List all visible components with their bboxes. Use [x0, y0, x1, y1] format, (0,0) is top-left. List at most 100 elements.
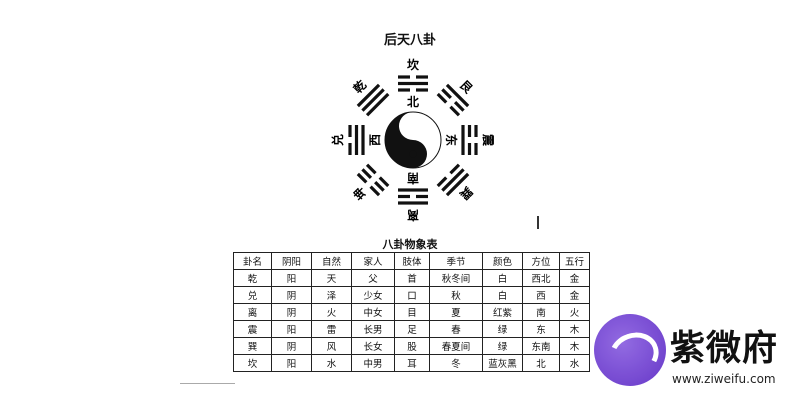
trigram-7: 乾 [350, 77, 390, 117]
table-cell: 季节 [429, 252, 483, 270]
table-cell: 自然 [311, 252, 352, 270]
table-cell: 南 [522, 303, 560, 321]
watermark-url: www.ziweifu.com [672, 372, 776, 386]
trigram-symbol-icon [398, 188, 428, 205]
direction-label: 南 [407, 171, 419, 186]
table-cell: 方位 [522, 252, 560, 270]
table-cell: 木 [559, 320, 590, 338]
table-cell: 西北 [522, 269, 560, 287]
table-cell: 目 [394, 303, 430, 321]
trigram-line [356, 172, 368, 184]
bagua-table: 卦名阴阳自然家人肢体季节颜色方位五行乾阳天父首秋冬间白西北金兑阴泽少女口秋白西金… [233, 252, 590, 372]
trigram-line [398, 201, 428, 205]
table-cell: 天 [311, 269, 352, 287]
table-cell: 阴 [271, 286, 312, 304]
trigram-line [441, 88, 452, 100]
trigram-name: 震 [481, 134, 495, 147]
trigram-symbol-icon [356, 83, 390, 117]
table-cell: 春 [429, 320, 483, 338]
table-cell: 秋冬间 [429, 269, 483, 287]
trigram-name: 乾 [350, 77, 369, 96]
trigram-symbol-icon [348, 125, 365, 155]
trigram-line [416, 75, 428, 79]
trigram-line [416, 88, 428, 92]
trigram-line [445, 83, 470, 108]
table-cell: 兑 [233, 286, 272, 304]
table-cell: 火 [559, 303, 590, 321]
table-cell: 阴 [271, 337, 312, 355]
table-cell: 巽 [233, 337, 272, 355]
trigram-symbol-icon [436, 83, 470, 117]
table-cell: 卦名 [233, 252, 272, 270]
trigram-line [474, 143, 478, 155]
table-header-row: 卦名阴阳自然家人肢体季节颜色方位五行 [233, 252, 590, 270]
table-cell: 父 [351, 269, 395, 287]
table-cell: 中男 [351, 354, 395, 372]
table-cell: 长女 [351, 337, 395, 355]
trigram-line [461, 125, 465, 155]
table-cell: 白 [482, 286, 523, 304]
table-cell: 火 [311, 303, 352, 321]
table-cell: 绿 [482, 320, 523, 338]
trigram-line [378, 176, 390, 188]
table-row: 兑阴泽少女口秋白西金 [233, 286, 590, 304]
trigram-2: 震东 [444, 125, 495, 155]
trigram-symbol-icon [356, 163, 390, 197]
table-cell: 首 [394, 269, 430, 287]
watermark-logo-icon [594, 314, 666, 386]
trigram-name: 坎 [407, 57, 419, 72]
table-cell: 东南 [522, 337, 560, 355]
trigram-line [398, 81, 428, 86]
table-cell: 西 [522, 286, 560, 304]
divider [180, 383, 235, 384]
direction-label: 北 [407, 94, 419, 109]
diagram-title: 后天八卦 [383, 33, 436, 48]
direction-label: 东 [444, 134, 459, 146]
trigram-line [361, 168, 373, 179]
table-cell: 冬 [429, 354, 483, 372]
trigram-name: 艮 [457, 78, 476, 97]
table-cell: 风 [311, 337, 352, 355]
table-cell: 口 [394, 286, 430, 304]
watermark-name: 紫微府 [670, 329, 779, 369]
trigram-3: 巽 [436, 163, 475, 202]
trigram-symbol-icon [436, 163, 470, 197]
table-cell: 秋 [429, 286, 483, 304]
table-cell: 金 [559, 269, 590, 287]
bagua-diagram: 坎北艮震东巽离南坤兑西乾 [330, 57, 495, 223]
trigram-line [467, 125, 472, 137]
table-row: 坎阳水中男耳冬蓝灰黑北水 [233, 354, 590, 372]
trigram-0: 坎北 [398, 57, 428, 109]
table-cell: 肢体 [394, 252, 430, 270]
trigram-symbol-icon [398, 75, 428, 92]
table-cell: 蓝灰黑 [482, 354, 523, 372]
table-cell: 离 [233, 303, 272, 321]
trigram-1: 艮 [436, 78, 476, 117]
trigram-line [374, 180, 385, 192]
table-cell: 阳 [271, 354, 312, 372]
trigram-line [348, 125, 352, 137]
trigram-line [361, 125, 365, 155]
table-cell: 阳 [271, 320, 312, 338]
trigram-line [398, 75, 410, 79]
yin-yang-icon [384, 111, 442, 169]
table-cell: 雷 [311, 320, 352, 338]
trigram-line [398, 88, 410, 92]
direction-label: 西 [368, 134, 382, 146]
trigram-name: 坤 [350, 184, 369, 203]
table-cell: 坎 [233, 354, 272, 372]
trigram-5: 坤 [350, 163, 390, 203]
trigram-line [474, 125, 478, 137]
table-cell: 泽 [311, 286, 352, 304]
trigram-line [354, 125, 359, 155]
table-cell: 春夏间 [429, 337, 483, 355]
trigram-line [356, 83, 381, 108]
table-cell: 水 [311, 354, 352, 372]
table-cell: 夏 [429, 303, 483, 321]
trigram-line [365, 163, 377, 175]
table-row: 震阳雷长男足春绿东木 [233, 320, 590, 338]
trigram-line [436, 176, 448, 188]
table-cell: 木 [559, 337, 590, 355]
table-cell: 水 [559, 354, 590, 372]
trigram-line [467, 143, 472, 155]
